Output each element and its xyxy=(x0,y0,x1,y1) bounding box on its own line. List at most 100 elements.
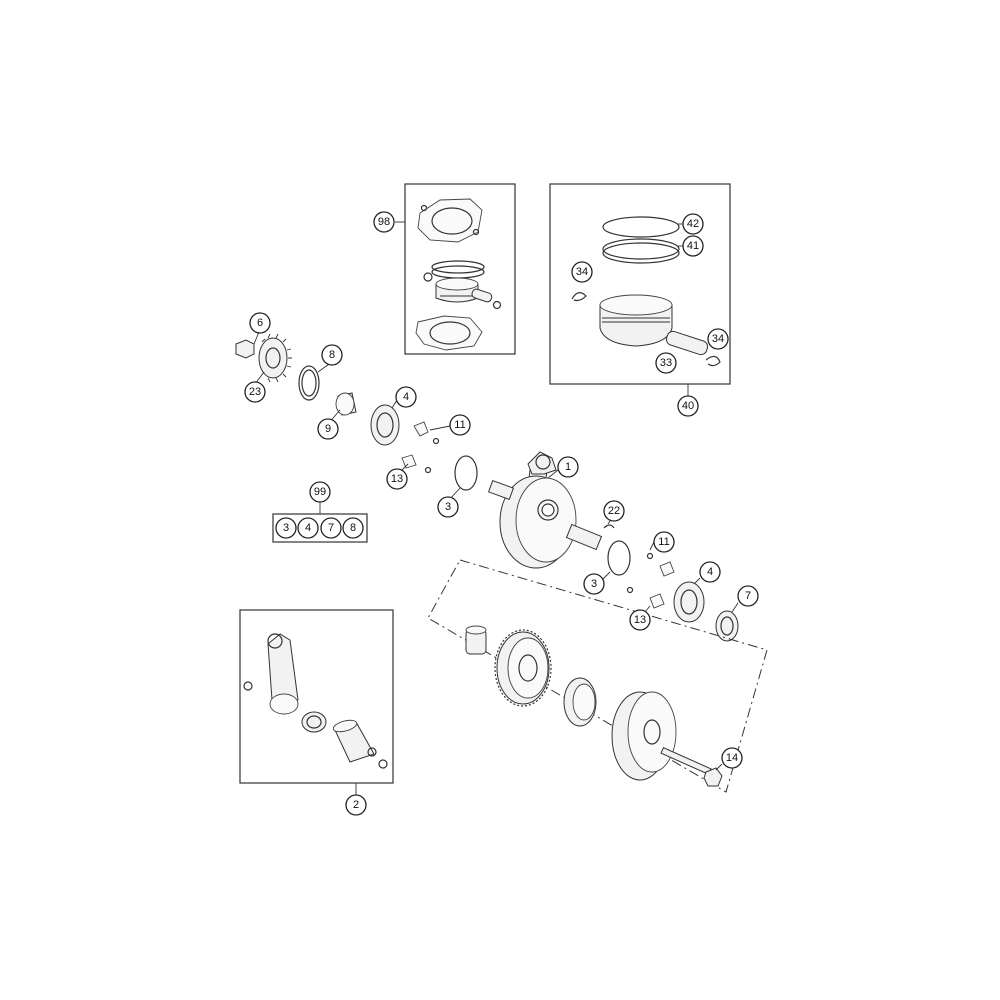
piston-ring-41b xyxy=(602,242,680,264)
callout-13-left[interactable]: 13 xyxy=(386,468,408,490)
kit-99-group xyxy=(272,502,368,543)
kit-piston-ring-lower xyxy=(431,265,485,279)
crank-flywheel-web xyxy=(499,475,577,569)
svg-text:98: 98 xyxy=(378,216,390,228)
conrod-kit-panel xyxy=(239,609,394,797)
kit-washer-right-b xyxy=(378,759,388,769)
callout-22[interactable]: 22 xyxy=(603,500,625,522)
dashed-group-outline xyxy=(427,559,768,793)
svg-text:3: 3 xyxy=(445,501,451,513)
kit-piston-ring-upper xyxy=(431,260,485,274)
crankshaft-assembly xyxy=(487,451,603,569)
callout-34-right[interactable]: 34 xyxy=(707,328,729,350)
svg-text:11: 11 xyxy=(658,536,669,548)
callout-8[interactable]: 8 xyxy=(321,344,343,366)
piston-ring-41 xyxy=(602,238,680,260)
svg-text:34: 34 xyxy=(712,333,724,345)
callout-13-right[interactable]: 13 xyxy=(629,609,651,631)
needle-bearing xyxy=(465,625,487,655)
svg-text:2: 2 xyxy=(353,799,359,811)
key-11-right xyxy=(659,561,675,577)
kit-bearing-sleeve xyxy=(301,711,327,733)
kit-99-item-4[interactable]: 4 xyxy=(297,517,319,539)
svg-text:7: 7 xyxy=(328,522,334,534)
kit-99-item-8[interactable]: 8 xyxy=(342,517,364,539)
piston-kit-frame xyxy=(549,183,731,385)
seal-ring-8 xyxy=(298,365,320,401)
svg-text:4: 4 xyxy=(403,391,409,403)
spring-22 xyxy=(603,524,615,529)
callout-3-left[interactable]: 3 xyxy=(437,496,459,518)
gear-23 xyxy=(258,333,292,383)
piston-ring-42 xyxy=(602,216,680,238)
crank-shaft-stub-left xyxy=(487,479,515,501)
seal-ring-3-right xyxy=(607,540,631,576)
svg-text:13: 13 xyxy=(391,473,403,485)
kit-connecting-rod xyxy=(267,633,299,715)
right-crank-parts xyxy=(597,517,739,642)
callout-99[interactable]: 99 xyxy=(309,481,331,503)
bearing-4-left xyxy=(370,404,400,446)
kit-99-item-7[interactable]: 7 xyxy=(320,517,342,539)
callout-42[interactable]: 42 xyxy=(682,213,704,235)
svg-text:6: 6 xyxy=(257,317,263,329)
callout-34-left[interactable]: 34 xyxy=(571,261,593,283)
crank-shaft-stub-right xyxy=(565,523,603,551)
kit-washer-right-a xyxy=(367,747,377,757)
callout-11-left[interactable]: 11 xyxy=(449,414,471,436)
kit-circlip-left xyxy=(423,272,433,282)
kit-piston xyxy=(435,277,479,303)
circlip-34-left xyxy=(571,292,587,302)
svg-text:8: 8 xyxy=(329,349,335,361)
callout-98[interactable]: 98 xyxy=(373,211,395,233)
piston-kit-panel xyxy=(549,183,731,398)
svg-text:1: 1 xyxy=(565,461,571,473)
svg-text:4: 4 xyxy=(305,522,311,534)
conrod-kit-frame xyxy=(239,609,394,784)
seal-7 xyxy=(715,610,739,642)
svg-text:23: 23 xyxy=(249,386,261,398)
svg-text:7: 7 xyxy=(745,590,751,602)
svg-text:3: 3 xyxy=(591,578,597,590)
kit-crank-pin xyxy=(332,719,375,763)
svg-text:9: 9 xyxy=(325,423,331,435)
seal-ring-3-left xyxy=(454,455,478,491)
callout-11-right[interactable]: 11 xyxy=(653,531,675,553)
freewheel-hub xyxy=(563,677,597,727)
base-gasket xyxy=(415,315,483,351)
svg-text:3: 3 xyxy=(283,522,289,534)
svg-text:99: 99 xyxy=(314,486,326,498)
callout-3-right[interactable]: 3 xyxy=(583,573,605,595)
flywheel-rotor xyxy=(611,691,677,781)
kit-99-item-3[interactable]: 3 xyxy=(275,517,297,539)
callout-41[interactable]: 41 xyxy=(682,235,704,257)
svg-text:33: 33 xyxy=(660,357,672,369)
callout-33[interactable]: 33 xyxy=(655,352,677,374)
svg-text:4: 4 xyxy=(707,566,713,578)
gasket-kit-panel xyxy=(395,183,516,355)
callout-4-left[interactable]: 4 xyxy=(395,386,417,408)
gasket-kit-frame xyxy=(404,183,516,355)
starter-gear xyxy=(494,629,552,707)
bushing-9 xyxy=(335,392,357,416)
svg-text:22: 22 xyxy=(608,505,620,517)
callout-23[interactable]: 23 xyxy=(244,381,266,403)
key-11-left xyxy=(413,421,429,437)
callout-14[interactable]: 14 xyxy=(721,747,743,769)
piston xyxy=(599,294,673,347)
svg-text:13: 13 xyxy=(634,614,646,626)
callout-40[interactable]: 40 xyxy=(677,395,699,417)
svg-text:42: 42 xyxy=(687,218,699,230)
callout-6[interactable]: 6 xyxy=(249,312,271,334)
callout-9[interactable]: 9 xyxy=(317,418,339,440)
svg-text:34: 34 xyxy=(576,266,588,278)
key-13-left xyxy=(401,454,417,469)
callout-2[interactable]: 2 xyxy=(345,794,367,816)
callout-4-right[interactable]: 4 xyxy=(699,561,721,583)
piston-pin-33 xyxy=(665,330,709,356)
callout-1[interactable]: 1 xyxy=(557,456,579,478)
svg-text:41: 41 xyxy=(687,240,699,252)
kit-washer-left xyxy=(243,681,253,691)
svg-text:8: 8 xyxy=(350,522,356,534)
callout-7[interactable]: 7 xyxy=(737,585,759,607)
